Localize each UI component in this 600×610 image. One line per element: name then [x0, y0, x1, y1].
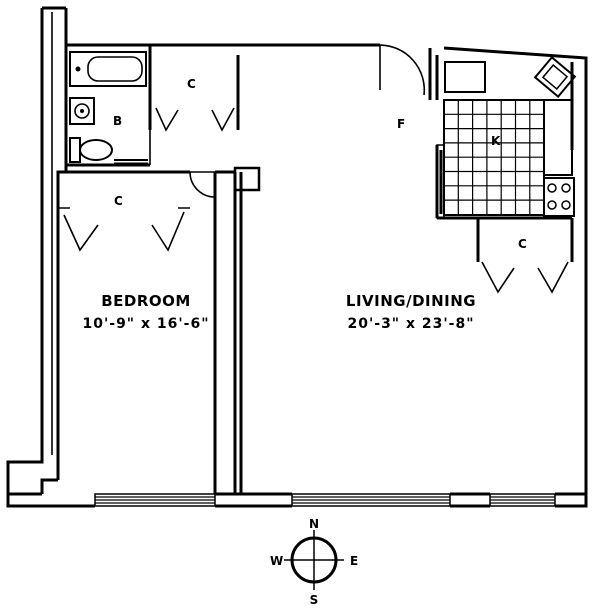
bath-label: B: [113, 114, 122, 128]
compass-east: E: [350, 554, 358, 568]
living-dining-label: LIVING/DINING: [346, 292, 476, 310]
doors: [149, 44, 426, 198]
kitchen-label: K: [491, 134, 501, 148]
foyer-label: F: [397, 117, 405, 131]
compass-west: W: [270, 554, 283, 568]
interior-walls: [56, 45, 574, 494]
kitchen-fixtures: [436, 55, 577, 219]
compass: N S E W: [270, 517, 358, 607]
toilet: [69, 137, 148, 164]
compass-south: S: [310, 593, 319, 607]
closet-kitchen-label: C: [518, 237, 527, 251]
exterior-walls: [6, 6, 588, 508]
closet-top-label: C: [187, 77, 196, 91]
compass-north: N: [309, 517, 319, 531]
bathtub: [69, 51, 147, 87]
closet-bedroom-label: C: [114, 194, 123, 208]
bedroom-label: BEDROOM: [101, 292, 191, 310]
living-dining-dimensions: 20'-3" x 23'-8": [347, 316, 474, 332]
closet-doors: [58, 107, 569, 294]
kitchen-tiles: [444, 100, 544, 215]
sink: [69, 97, 95, 125]
windows: [94, 493, 556, 507]
bedroom-dimensions: 10'-9" x 16'-6": [82, 316, 209, 332]
